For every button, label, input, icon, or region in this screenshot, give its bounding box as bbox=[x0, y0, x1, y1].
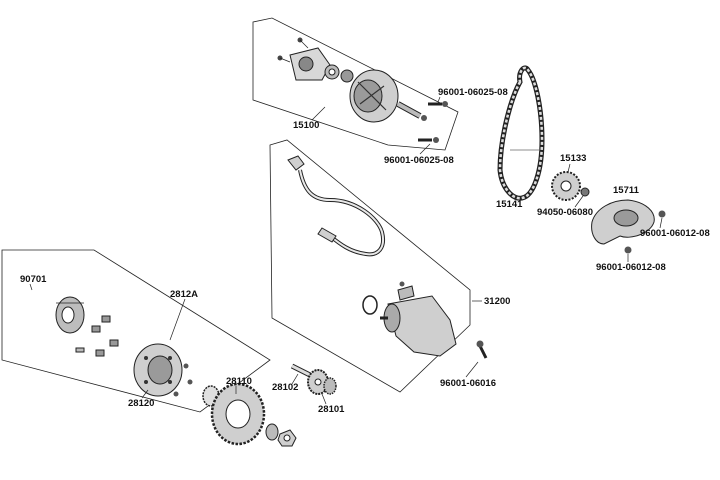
oil-pump-bolt-upper bbox=[428, 101, 448, 107]
starter-motor-bolt bbox=[476, 340, 488, 359]
starter-idle-gear bbox=[307, 369, 337, 395]
gear-nut bbox=[277, 429, 297, 447]
label-96001-06012-08-bottom: 96001-06012-08 bbox=[596, 262, 666, 273]
label-28101: 28101 bbox=[318, 404, 345, 415]
oil-pump-rotor bbox=[324, 64, 354, 83]
label-15711: 15711 bbox=[613, 185, 640, 196]
starter-clutch-hub bbox=[55, 296, 85, 334]
label-96001-06016: 96001-06016 bbox=[440, 378, 496, 389]
starter-driven-gear bbox=[210, 382, 266, 446]
one-way-clutch-rollers bbox=[75, 315, 119, 357]
oil-pump-drive-chain bbox=[497, 65, 545, 201]
label-31200: 31200 bbox=[484, 296, 510, 307]
chain-guide-plate bbox=[591, 199, 655, 245]
oil-pump-bolt-lower bbox=[418, 137, 439, 143]
sprocket-bolt bbox=[580, 187, 590, 197]
oil-pump-shaft bbox=[396, 101, 427, 121]
oil-pump-body bbox=[349, 69, 399, 123]
oil-pump-cover bbox=[289, 47, 331, 81]
starter-motor-group-outline bbox=[269, 139, 471, 393]
label-15141: 15141 bbox=[496, 199, 523, 210]
label-15133: 15133 bbox=[560, 153, 586, 164]
starter-motor bbox=[380, 281, 457, 357]
starter-cable bbox=[287, 155, 385, 257]
gear-washer bbox=[265, 423, 279, 441]
oil-pump-sprocket bbox=[551, 171, 581, 201]
idle-gear-shaft bbox=[290, 363, 314, 379]
starter-clutch-body bbox=[133, 343, 183, 397]
label-28110: 28110 bbox=[226, 376, 252, 387]
label-96001-06025-08-lower: 96001-06025-08 bbox=[384, 155, 454, 166]
label-96001-06025-08-upper: 96001-06025-08 bbox=[438, 87, 508, 98]
label-96001-06012-08-right: 96001-06012-08 bbox=[640, 228, 710, 239]
label-28120: 28120 bbox=[128, 398, 154, 409]
label-28102: 28102 bbox=[272, 382, 298, 393]
guide-plate-bolt-bottom bbox=[624, 246, 632, 254]
oil-pump-screws bbox=[277, 37, 309, 63]
starter-motor-o-ring bbox=[362, 295, 378, 315]
label-94050-06080: 94050-06080 bbox=[537, 207, 593, 218]
clutch-bolts bbox=[173, 363, 193, 397]
label-90701: 90701 bbox=[20, 274, 47, 285]
oil-pump-group-outline bbox=[252, 17, 459, 151]
label-15100: 15100 bbox=[293, 120, 319, 131]
guide-plate-bolt-right bbox=[658, 210, 666, 218]
label-2812A: 2812A bbox=[170, 289, 198, 300]
